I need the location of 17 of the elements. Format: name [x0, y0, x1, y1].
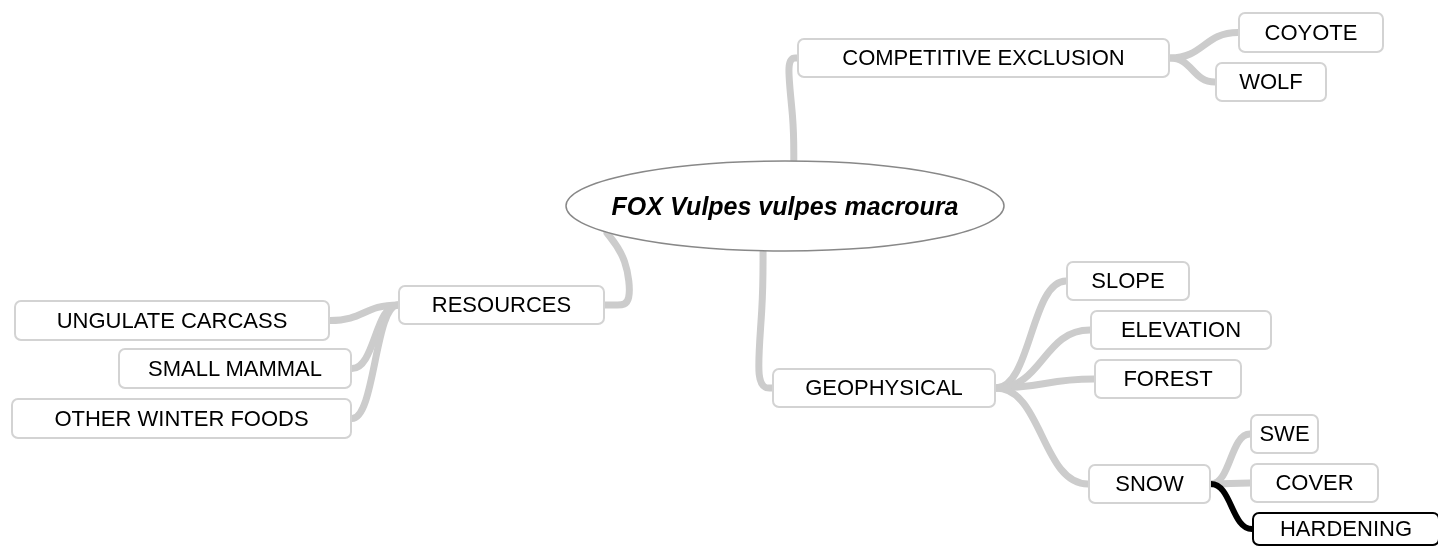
topic-box: RESOURCES: [398, 285, 605, 325]
topic-box: SLOPE: [1066, 261, 1190, 301]
central-topic-label: FOX Vulpes vulpes macroura: [611, 191, 959, 221]
topic-box: FOREST: [1094, 359, 1242, 399]
topic-box: WOLF: [1215, 62, 1327, 102]
topic-box: HARDENING: [1252, 512, 1438, 546]
topic-box: GEOPHYSICAL: [772, 368, 996, 408]
topic-box: OTHER WINTER FOODS: [11, 398, 352, 439]
topic-box: COVER: [1250, 463, 1379, 503]
topic-box: COMPETITIVE EXCLUSION: [797, 38, 1170, 78]
topic-box: SWE: [1250, 414, 1319, 454]
topic-box: SMALL MAMMAL: [118, 348, 352, 389]
topic-box: ELEVATION: [1090, 310, 1272, 350]
topic-box: COYOTE: [1238, 12, 1384, 53]
topic-box: SNOW: [1088, 464, 1211, 504]
topic-box: UNGULATE CARCASS: [14, 300, 330, 341]
branch-connector: [601, 229, 633, 309]
